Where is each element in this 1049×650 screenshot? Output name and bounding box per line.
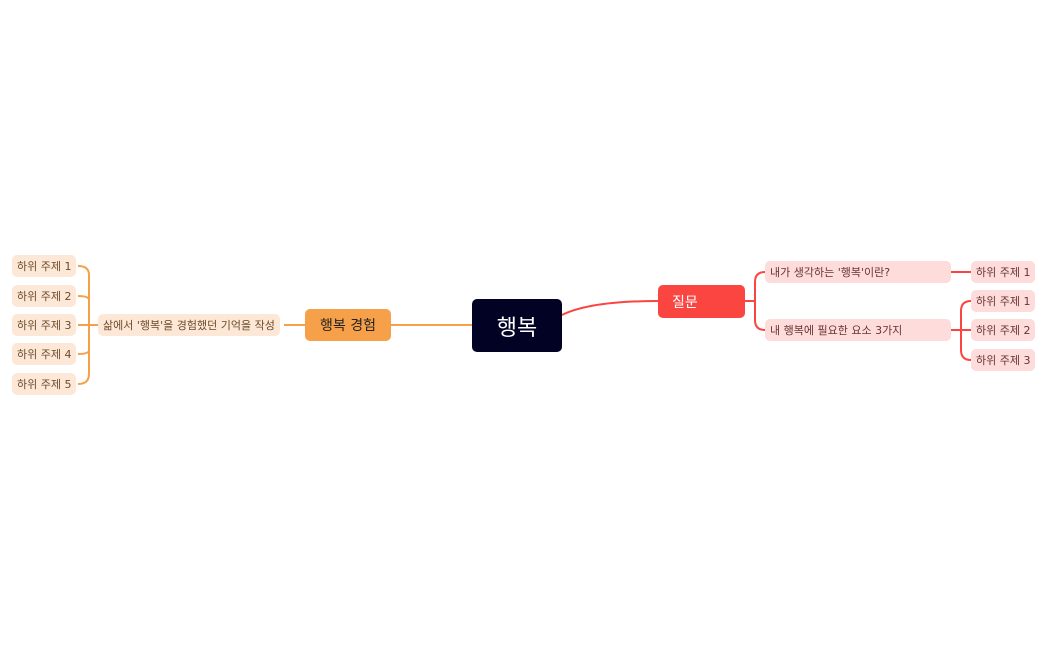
leaf-label: 하위 주제 1: [17, 260, 72, 273]
leaf-label: 하위 주제 5: [17, 378, 72, 391]
subtopic-label: 삶에서 '행복'을 경험했던 기억을 작성: [103, 319, 275, 332]
branch-label: 행복 경험: [320, 318, 376, 334]
leaf-node[interactable]: 하위 주제 3: [971, 349, 1036, 371]
branch-happiness-experience[interactable]: 행복 경험: [305, 309, 391, 341]
subtopic-what-is-happiness[interactable]: 내가 생각하는 '행복'이란?: [765, 261, 951, 283]
root-node[interactable]: 행복: [472, 299, 562, 352]
subtopic-three-elements[interactable]: 내 행복에 필요한 요소 3가지: [765, 319, 951, 341]
leaf-node[interactable]: 하위 주제 2: [12, 285, 77, 307]
leaf-label: 하위 주제 1: [976, 266, 1031, 279]
leaf-node[interactable]: 하위 주제 1: [971, 261, 1036, 283]
leaf-node[interactable]: 하위 주제 4: [12, 343, 77, 365]
leaf-node[interactable]: 하위 주제 2: [971, 319, 1036, 341]
root-label: 행복: [496, 315, 538, 341]
subtopic-label: 내가 생각하는 '행복'이란?: [770, 266, 891, 279]
leaf-label: 하위 주제 2: [17, 290, 72, 303]
branch-label: 질문: [672, 294, 698, 311]
leaf-node[interactable]: 하위 주제 1: [12, 255, 77, 277]
leaf-label: 하위 주제 2: [976, 324, 1031, 337]
leaf-label: 하위 주제 4: [17, 348, 72, 361]
leaf-label: 하위 주제 3: [976, 354, 1031, 367]
subtopic-memory[interactable]: 삶에서 '행복'을 경험했던 기억을 작성: [98, 314, 280, 336]
leaf-node[interactable]: 하위 주제 5: [12, 373, 77, 395]
leaf-label: 하위 주제 1: [976, 295, 1031, 308]
leaf-label: 하위 주제 3: [17, 319, 72, 332]
subtopic-label: 내 행복에 필요한 요소 3가지: [770, 324, 903, 337]
leaf-node[interactable]: 하위 주제 1: [971, 290, 1036, 312]
leaf-node[interactable]: 하위 주제 3: [12, 314, 77, 336]
branch-questions[interactable]: 질문: [658, 285, 745, 318]
